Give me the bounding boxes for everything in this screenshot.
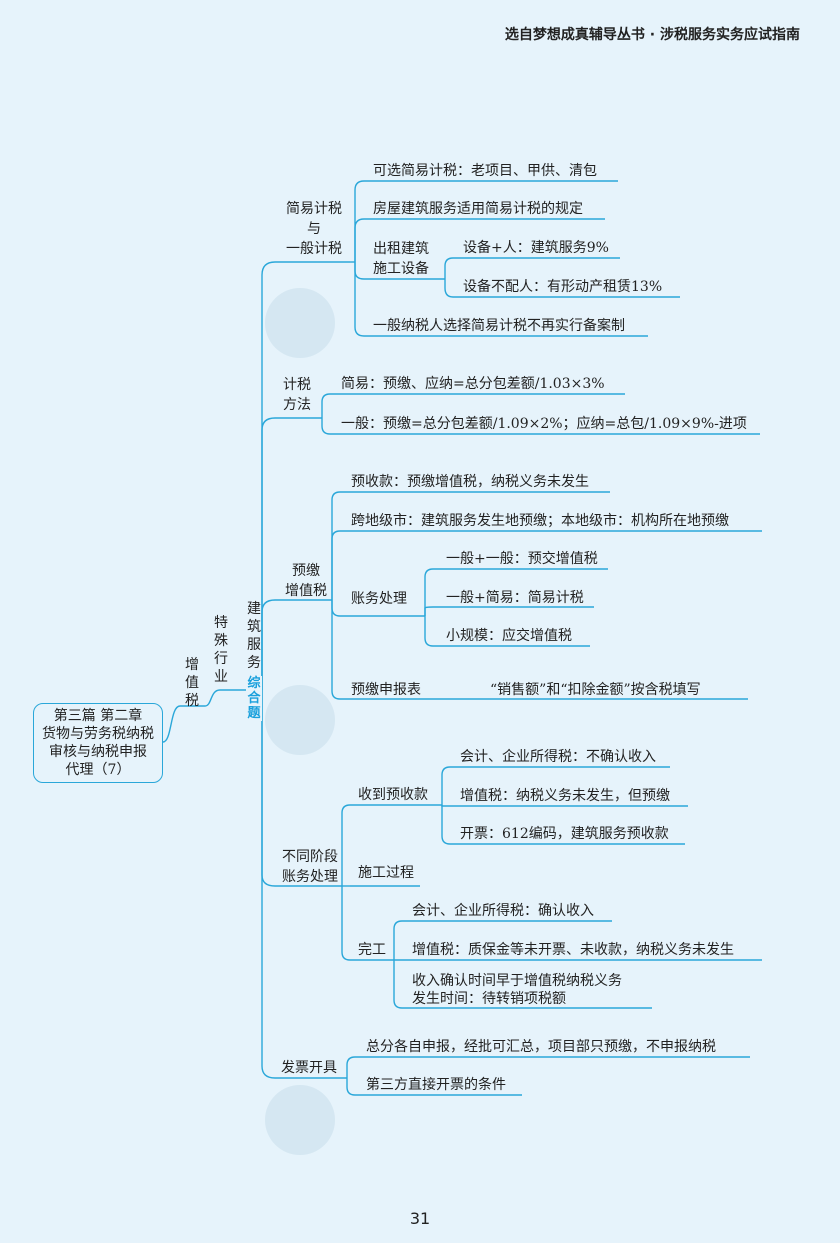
badge-comprehensive: 综合题 — [246, 676, 262, 721]
leaf-wangong-2: 增值税：质保金等未开票、未收款，纳税义务未发生 — [412, 942, 734, 958]
leaf-wangong-3b: 发生时间：待转销项税额 — [412, 991, 566, 1007]
leaf-jishui-2: 一般：预缴=总分包差额/1.09×2%；应纳=总包/1.09×9%-进项 — [341, 416, 747, 432]
node-report-label: 预缴申报表 — [351, 682, 421, 698]
node-zhangwu-label: 账务处理 — [351, 591, 407, 607]
node-yujiao-label-1: 预缴 — [292, 563, 320, 579]
leaf-jianyi-1: 可选简易计税：老项目、甲供、清包 — [373, 163, 597, 179]
leaf-yujiao-1: 预收款：预缴增值税，纳税义务未发生 — [351, 474, 589, 490]
node-construction: 建筑服务 — [247, 601, 261, 671]
root-line-3: 审核与纳税申报 — [49, 744, 147, 760]
node-jishui-label-2: 方法 — [283, 397, 311, 413]
root-line-2: 货物与劳务税纳税 — [42, 726, 154, 742]
node-shigong-label: 施工过程 — [358, 865, 414, 881]
watermark-logo-3 — [265, 1085, 335, 1155]
watermark-logo-1 — [265, 288, 335, 358]
leaf-jianyi-2: 房屋建筑服务适用简易计税的规定 — [373, 201, 583, 217]
leaf-wangong-3a: 收入确认时间早于增值税纳税义务 — [412, 973, 622, 989]
node-vat: 增值税 — [185, 657, 199, 709]
leaf-jianyi-3: 一般纳税人选择简易计税不再实行备案制 — [373, 318, 625, 334]
node-butong-label-2: 账务处理 — [282, 869, 338, 885]
node-wangong-label: 完工 — [358, 942, 386, 958]
node-jianyi-label-3: 一般计税 — [286, 241, 342, 257]
node-jishui-label-1: 计税 — [283, 377, 311, 393]
leaf-rental-1: 设备+人：建筑服务9% — [463, 240, 609, 256]
node-shou-label: 收到预收款 — [358, 787, 428, 803]
leaf-wangong-1: 会计、企业所得税：确认收入 — [412, 903, 594, 919]
leaf-fapiao-2: 第三方直接开票的条件 — [366, 1077, 506, 1093]
node-rental-label-2: 施工设备 — [373, 261, 429, 277]
watermark-logo-2 — [265, 685, 335, 755]
root-line-1: 第三篇 第二章 — [53, 708, 143, 724]
leaf-zhangwu-2: 一般+简易：简易计税 — [446, 590, 584, 606]
leaf-yujiao-2: 跨地级市：建筑服务发生地预缴；本地级市：机构所在地预缴 — [351, 513, 729, 529]
page-header: 选自梦想成真辅导丛书 · 涉税服务实务应试指南 — [504, 27, 800, 43]
leaf-fapiao-1: 总分各自申报，经批可汇总，项目部只预缴，不申报纳税 — [366, 1039, 716, 1055]
page-number: 31 — [409, 1209, 431, 1228]
leaf-report: “销售额”和“扣除金额”按含税填写 — [490, 682, 701, 698]
root-topic: 第三篇 第二章 货物与劳务税纳税 审核与纳税申报 代理（7） — [33, 703, 163, 783]
leaf-shou-3: 开票：612编码，建筑服务预收款 — [460, 826, 669, 842]
leaf-zhangwu-1: 一般+一般：预交增值税 — [446, 551, 598, 567]
root-line-4: 代理（7） — [65, 762, 131, 778]
node-jianyi-label-1: 简易计税 — [286, 201, 342, 217]
leaf-jishui-1: 简易：预缴、应纳=总分包差额/1.03×3% — [341, 376, 605, 392]
node-butong-label-1: 不同阶段 — [282, 849, 338, 865]
leaf-zhangwu-3: 小规模：应交增值税 — [446, 628, 572, 644]
node-fapiao-label: 发票开具 — [281, 1060, 337, 1076]
node-yujiao-label-2: 增值税 — [285, 583, 327, 599]
node-jianyi-label-2: 与 — [307, 221, 321, 237]
leaf-rental-2: 设备不配人：有形动产租赁13% — [463, 279, 663, 295]
leaf-shou-2: 增值税：纳税义务未发生，但预缴 — [460, 788, 670, 804]
node-special-industry: 特殊行业 — [214, 615, 228, 685]
node-rental-label-1: 出租建筑 — [373, 241, 429, 257]
leaf-shou-1: 会计、企业所得税：不确认收入 — [460, 749, 656, 765]
